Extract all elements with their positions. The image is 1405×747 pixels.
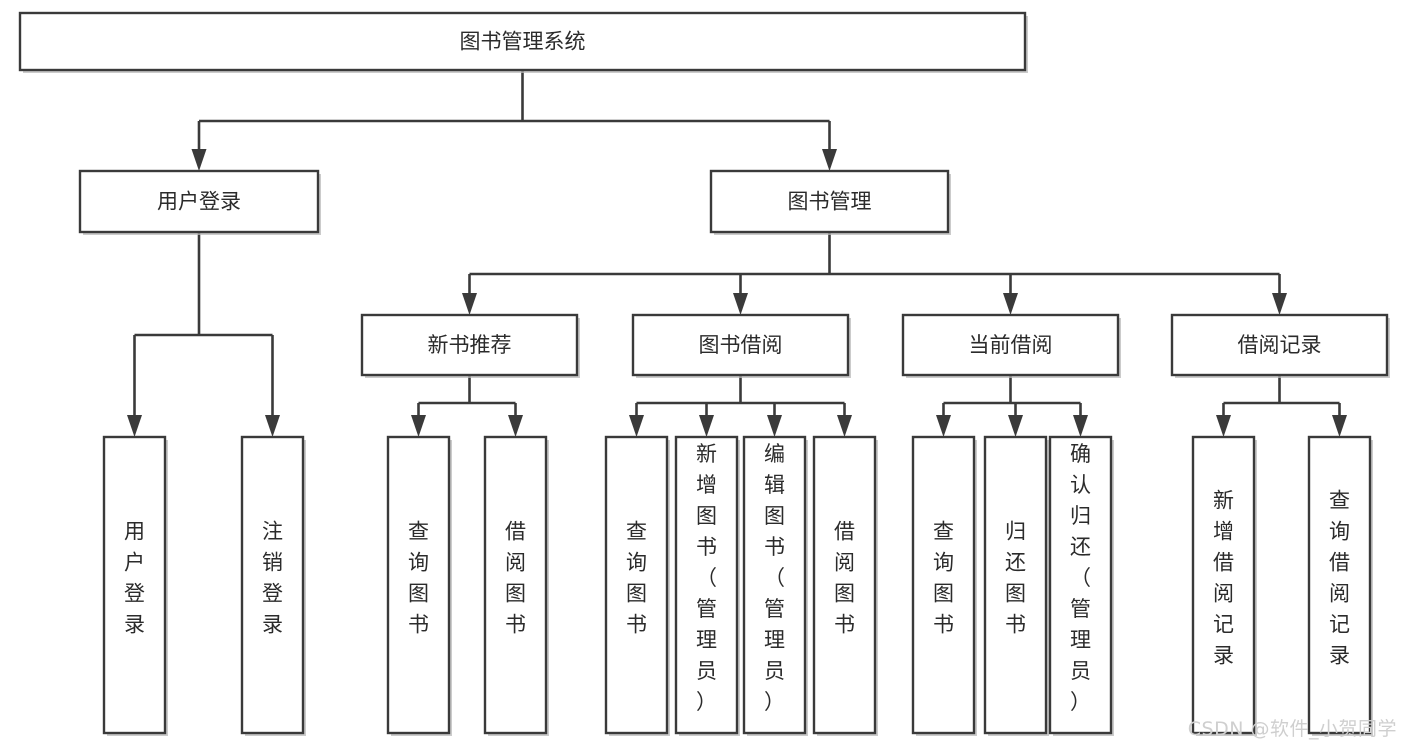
node-label: 新增图书（管理员） [696, 442, 717, 714]
node-label: 新书推荐 [428, 333, 512, 357]
node-leaf-edit-book[interactable]: 编辑图书（管理员） [742, 435, 808, 736]
node-box[interactable] [604, 435, 669, 735]
node-box[interactable] [983, 435, 1048, 735]
node-label: 查询图书 [626, 520, 647, 637]
arrow-head-icon [508, 415, 523, 437]
arrow-head-icon [411, 415, 426, 437]
node-leaf-add-record[interactable]: 新增借阅记录 [1191, 435, 1257, 736]
arrow-head-icon [733, 293, 748, 315]
node-box[interactable] [631, 313, 850, 377]
node-box[interactable] [911, 435, 976, 735]
node-label: 归还图书 [1005, 520, 1026, 637]
node-box[interactable] [1048, 435, 1113, 735]
connector-group-book-manage [462, 232, 1287, 315]
connector-group-user-login [127, 232, 280, 437]
node-layer: 图书管理系统用户登录图书管理新书推荐图书借阅当前借阅借阅记录用户登录注销登录查询… [18, 11, 1390, 736]
watermark-label: CSDN @软件_小贺同学 [1187, 718, 1397, 740]
connector-group-borrow-record [1216, 375, 1347, 437]
node-leaf-return-book[interactable]: 归还图书 [983, 435, 1049, 736]
node-box[interactable] [360, 313, 579, 377]
node-leaf-query-record[interactable]: 查询借阅记录 [1307, 435, 1373, 736]
node-leaf-query-book-2[interactable]: 查询图书 [604, 435, 670, 736]
node-label: 当前借阅 [969, 333, 1053, 357]
connector-group-current-borrow [936, 375, 1088, 437]
node-label: 确认归还（管理员） [1070, 442, 1091, 714]
node-label: 查询图书 [408, 520, 429, 637]
arrow-head-icon [1073, 415, 1088, 437]
node-leaf-query-book-3[interactable]: 查询图书 [911, 435, 977, 736]
connector-group-root [191, 70, 837, 171]
arrow-head-icon [265, 415, 280, 437]
node-box[interactable] [18, 11, 1027, 72]
node-box[interactable] [1170, 313, 1389, 377]
node-current-borrow[interactable]: 当前借阅 [901, 313, 1121, 378]
arrow-head-icon [1008, 415, 1023, 437]
node-box[interactable] [812, 435, 877, 735]
node-label: 图书管理系统 [460, 30, 586, 54]
arrow-head-icon [936, 415, 951, 437]
arrow-head-icon [822, 149, 837, 171]
node-label: 图书管理 [788, 190, 872, 214]
arrow-head-icon [1216, 415, 1231, 437]
connector-layer [127, 70, 1347, 437]
node-box[interactable] [742, 435, 807, 735]
node-box[interactable] [901, 313, 1120, 377]
node-box[interactable] [102, 435, 167, 735]
arrow-head-icon [699, 415, 714, 437]
node-leaf-confirm-return[interactable]: 确认归还（管理员） [1048, 435, 1114, 736]
node-label: 查询借阅记录 [1329, 489, 1350, 668]
node-box[interactable] [78, 169, 320, 234]
connector-group-new-book-rec [411, 375, 523, 437]
node-label: 新增借阅记录 [1213, 489, 1234, 668]
node-new-book-rec[interactable]: 新书推荐 [360, 313, 580, 378]
arrow-head-icon [462, 293, 477, 315]
node-label: 借阅图书 [505, 520, 526, 637]
node-label: 借阅图书 [834, 520, 855, 637]
node-box[interactable] [1191, 435, 1256, 735]
node-box[interactable] [709, 169, 950, 234]
node-label: 用户登录 [124, 520, 145, 637]
node-leaf-logout[interactable]: 注销登录 [240, 435, 306, 736]
node-leaf-borrow-book-1[interactable]: 借阅图书 [483, 435, 549, 736]
arrow-head-icon [629, 415, 644, 437]
node-borrow-record[interactable]: 借阅记录 [1170, 313, 1390, 378]
node-box[interactable] [386, 435, 451, 735]
node-leaf-add-book[interactable]: 新增图书（管理员） [674, 435, 740, 736]
node-label: 编辑图书（管理员） [764, 442, 785, 714]
node-box[interactable] [674, 435, 739, 735]
arrow-head-icon [191, 149, 207, 171]
node-user-login[interactable]: 用户登录 [78, 169, 321, 235]
arrow-head-icon [1332, 415, 1347, 437]
node-label: 用户登录 [157, 190, 241, 214]
node-book-manage[interactable]: 图书管理 [709, 169, 951, 235]
node-leaf-query-book-1[interactable]: 查询图书 [386, 435, 452, 736]
node-book-borrow[interactable]: 图书借阅 [631, 313, 851, 378]
arrow-head-icon [1003, 293, 1018, 315]
node-label: 注销登录 [262, 520, 283, 637]
node-box[interactable] [240, 435, 305, 735]
node-leaf-borrow-book-2[interactable]: 借阅图书 [812, 435, 878, 736]
connector-group-book-borrow [629, 375, 852, 437]
arrow-head-icon [127, 415, 142, 437]
arrow-head-icon [837, 415, 852, 437]
node-root[interactable]: 图书管理系统 [18, 11, 1028, 73]
node-label: 图书借阅 [699, 333, 783, 357]
node-box[interactable] [1307, 435, 1372, 735]
arrow-head-icon [767, 415, 782, 437]
node-box[interactable] [483, 435, 548, 735]
node-label: 借阅记录 [1238, 333, 1322, 357]
arrow-head-icon [1272, 293, 1287, 315]
node-label: 查询图书 [933, 520, 954, 637]
node-leaf-user-login[interactable]: 用户登录 [102, 435, 168, 736]
